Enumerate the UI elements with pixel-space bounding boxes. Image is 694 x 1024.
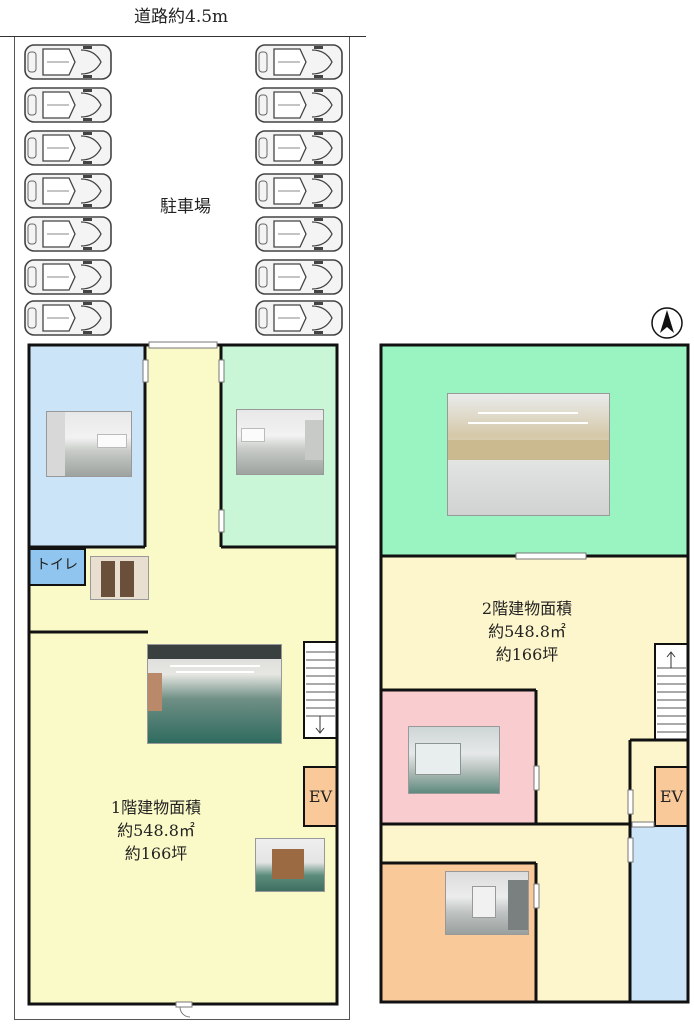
floor2-area-tsubo: 約166坪: [495, 645, 559, 664]
floor1-elevator-label: EV: [308, 787, 333, 806]
north-arrow-icon: [651, 307, 683, 339]
parking-label: 駐車場: [160, 197, 211, 217]
floor1-room-left-photo: [46, 411, 132, 477]
floor1-main-photo: [147, 644, 282, 744]
floor2-room-orange-photo: [445, 871, 529, 935]
floor1-area-sqm: 約548.8㎡: [117, 821, 195, 840]
floor2-area-title: 2階建物面積: [481, 599, 573, 618]
site-boundary: [14, 37, 350, 1020]
floor2-elevator: [654, 766, 689, 827]
road-label: 道路約4.5m: [134, 7, 229, 27]
floor2-area-sqm: 約548.8㎡: [488, 622, 566, 641]
floor1-room-right-photo: [236, 409, 324, 475]
floor2-room-pink-photo: [408, 726, 500, 794]
floor1-area-title: 1階建物面積: [110, 798, 202, 817]
floor1-storage-photo: [255, 838, 325, 892]
floor2-room-top-photo: [447, 393, 610, 516]
floor2-room-right: [630, 826, 688, 1002]
floor1-toilet: [29, 549, 85, 585]
floor1-toilet-photo: [90, 556, 149, 600]
floor1-area-tsubo: 約166坪: [124, 844, 188, 863]
floor1-toilet-label: トイレ: [36, 557, 78, 573]
floor2-elevator-label: EV: [659, 787, 684, 806]
road-line: [0, 36, 366, 37]
floor2-plan: [379, 343, 690, 1004]
